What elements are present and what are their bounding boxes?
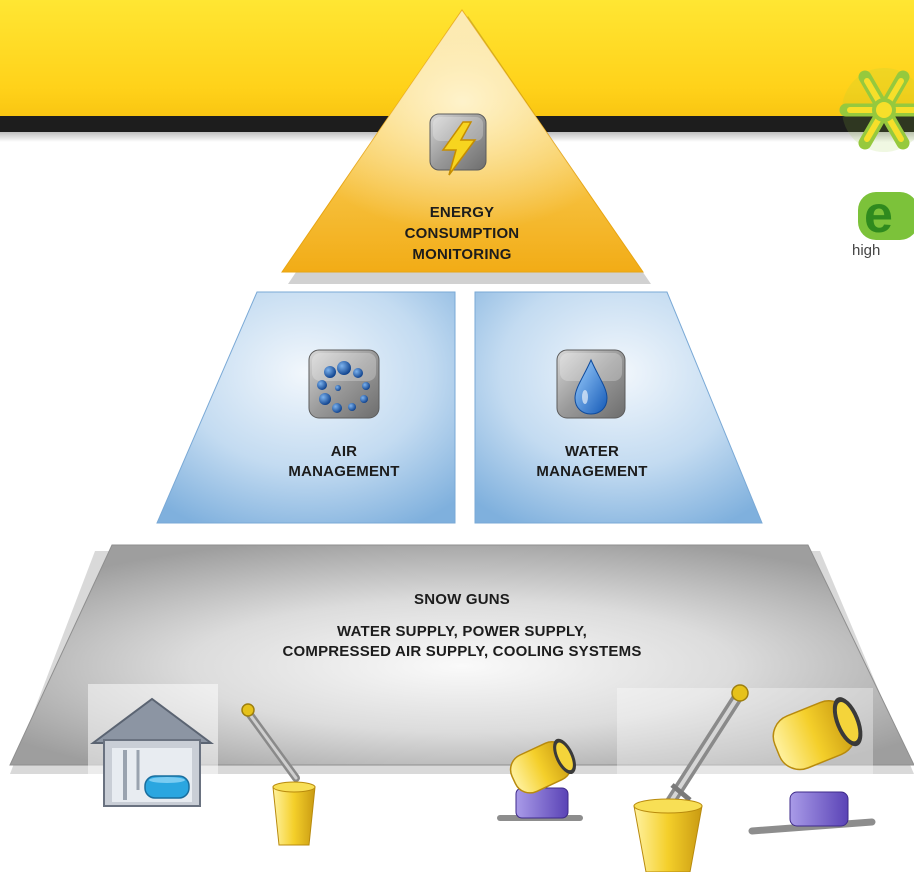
- energy-consumption-label: ENERGY CONSUMPTION MONITORING: [404, 204, 520, 263]
- supply-systems-label: WATER SUPPLY, POWER SUPPLY, COMPRESSED A…: [282, 623, 642, 660]
- air-bubbles-icon: [308, 349, 380, 419]
- snowflake-e-logo: e: [839, 68, 914, 244]
- snow-lance-icon: [241, 703, 316, 846]
- snow-guns-title: SNOW GUNS: [414, 591, 510, 608]
- fan-snow-gun-icon: [748, 697, 876, 835]
- air-management-label: AIR MANAGEMENT: [288, 443, 400, 480]
- brand-tagline: high: [852, 242, 881, 259]
- pyramid-middle-left-section: [156, 291, 456, 524]
- lightning-bolt-icon: [429, 113, 487, 176]
- water-management-label: WATER MANAGEMENT: [536, 443, 648, 480]
- svg-text:e: e: [864, 186, 893, 244]
- water-drop-icon: [556, 349, 626, 419]
- fan-snow-gun-icon: [497, 738, 583, 821]
- pump-house-icon: [88, 684, 218, 810]
- pyramid-base-section: [9, 544, 914, 766]
